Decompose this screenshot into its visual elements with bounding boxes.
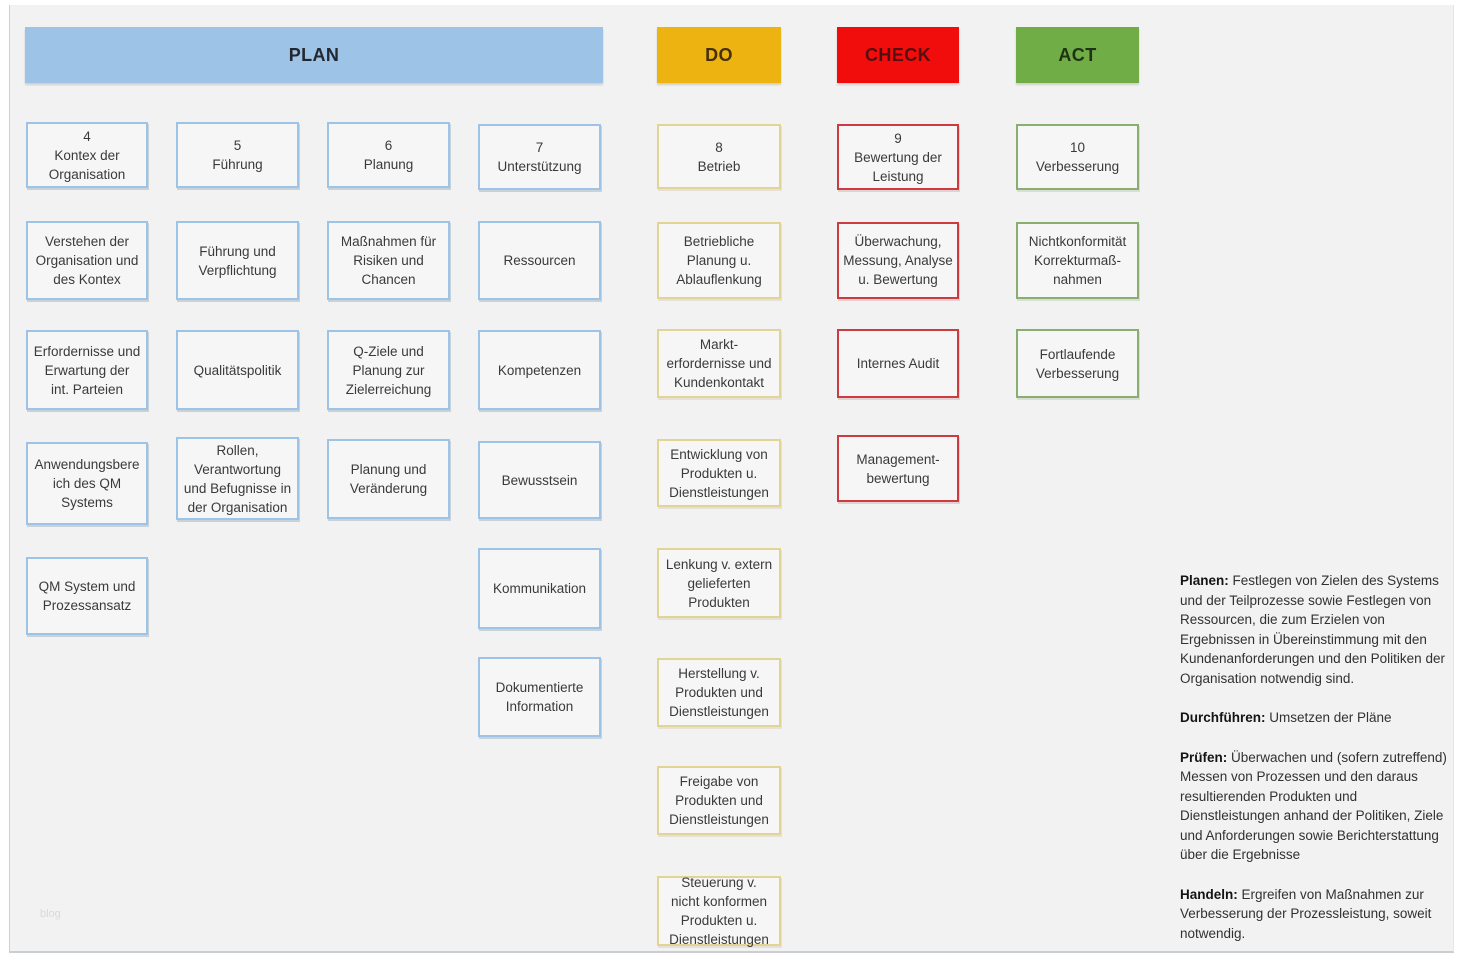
definition-durchfuehren: Durchführen: Umsetzen der Pläne bbox=[1180, 708, 1456, 728]
box-planung: 6 Planung bbox=[327, 122, 450, 188]
definition-handeln: Handeln: Ergreifen von Maßnahmen zur Ver… bbox=[1180, 885, 1456, 944]
definition-pruefen: Prüfen: Überwachen und (sofern zutreffen… bbox=[1180, 748, 1456, 865]
box-title: Markt- erfordernisse und Kundenkontakt bbox=[666, 337, 772, 390]
box-verstehen-der-organisation: Verstehen der Organisation und des Konte… bbox=[26, 221, 148, 300]
box-title: Herstellung v. Produkten und Dienstleist… bbox=[669, 666, 769, 719]
clause-number: 4 bbox=[83, 128, 91, 144]
plan-phase-header: PLAN bbox=[25, 27, 603, 83]
box-verbesserung: 10 Verbesserung bbox=[1016, 124, 1139, 190]
box-steuerung-nicht-konformer-produkte: Steuerung v. nicht konformen Produkten u… bbox=[657, 875, 781, 947]
clause-number: 10 bbox=[1069, 140, 1086, 155]
clause-number: 5 bbox=[233, 138, 242, 153]
box-title: Qualitätspolitik bbox=[193, 362, 282, 378]
box-entwicklung-von-produkten: Entwicklung von Produkten u. Dienstleist… bbox=[657, 439, 781, 507]
box-bewertung-der-leistung: 9 Bewertung der Leistung bbox=[837, 124, 959, 190]
definition-term: Durchführen: bbox=[1180, 710, 1266, 725]
box-unterstuetzung: 7 Unterstützung bbox=[478, 124, 601, 190]
box-title: Q-Ziele und Planung zur Zielerreichung bbox=[345, 343, 432, 397]
blog-watermark: blog bbox=[40, 908, 61, 920]
box-title: Unterstützung bbox=[497, 159, 582, 174]
box-title: Planung und Veränderung bbox=[349, 462, 428, 496]
box-betrieb: 8 Betrieb bbox=[657, 124, 781, 189]
box-title: Nichtkonformität Korrekturmaß- nahmen bbox=[1028, 234, 1127, 287]
box-qualitaetspolitik: Qualitätspolitik bbox=[176, 330, 299, 410]
box-title: QM System und Prozessansatz bbox=[38, 579, 136, 613]
box-bewusstsein: Bewusstsein bbox=[478, 441, 601, 519]
box-betriebliche-planung: Betriebliche Planung u. Ablauflenkung bbox=[657, 222, 781, 299]
clause-number: 7 bbox=[535, 140, 544, 155]
box-title: Verstehen der Organisation und des Konte… bbox=[35, 234, 139, 287]
box-title: Führung bbox=[212, 157, 263, 172]
definition-term: Prüfen: bbox=[1180, 749, 1228, 765]
box-title: Betrieb bbox=[697, 158, 741, 174]
box-kompetenzen: Kompetenzen bbox=[478, 330, 601, 410]
box-kontext-der-organisation: 4 Kontex der Organisation bbox=[26, 122, 148, 188]
box-nichtkonformitaet-korrekturmassnahmen: Nichtkonformität Korrekturmaß- nahmen bbox=[1016, 222, 1139, 299]
box-title: Kontex der Organisation bbox=[48, 147, 126, 182]
box-title: Betriebliche Planung u. Ablauflenkung bbox=[676, 234, 762, 287]
box-title: Kommunikation bbox=[492, 581, 587, 596]
box-title: Erfordernisse und Erwartung der int. Par… bbox=[33, 343, 141, 397]
box-erfordernisse-und-erwartung: Erfordernisse und Erwartung der int. Par… bbox=[26, 330, 148, 410]
definition-term: Handeln: bbox=[1180, 886, 1238, 902]
box-fuehrung-und-verpflichtung: Führung und Verpflichtung bbox=[176, 221, 299, 300]
box-lenkung-extern-gelieferter-produkte: Lenkung v. extern gelieferten Produkten bbox=[657, 548, 781, 618]
box-title: Entwicklung von Produkten u. Dienstleist… bbox=[669, 446, 769, 500]
box-freigabe-von-produkten: Freigabe von Produkten und Dienstleistun… bbox=[657, 766, 781, 835]
box-kommunikation: Kommunikation bbox=[478, 548, 601, 629]
box-managementbewertung: Management- bewertung bbox=[837, 435, 959, 502]
act-phase-header: ACT bbox=[1016, 27, 1139, 83]
box-internes-audit: Internes Audit bbox=[837, 329, 959, 398]
definition-body: Umsetzen der Pläne bbox=[1265, 710, 1392, 725]
box-title: Fortlaufende Verbesserung bbox=[1035, 346, 1120, 381]
box-rollen-verantwortung-befugnisse: Rollen, Verantwortung und Befugnisse in … bbox=[176, 437, 299, 520]
box-title: Dokumentierte Information bbox=[495, 680, 584, 714]
box-title: Lenkung v. extern gelieferten Produkten bbox=[665, 556, 773, 610]
definition-body: Ergreifen von Maßnahmen zur Verbesserung… bbox=[1180, 886, 1432, 941]
box-planung-und-veraenderung: Planung und Veränderung bbox=[327, 439, 450, 519]
box-massnahmen-risiken-chancen: Maßnahmen für Risiken und Chancen bbox=[327, 221, 450, 300]
box-title: Anwendungsbere ich des QM Systems bbox=[34, 457, 140, 510]
box-title: Internes Audit bbox=[856, 356, 940, 371]
box-fortlaufende-verbesserung: Fortlaufende Verbesserung bbox=[1016, 329, 1139, 398]
box-title: Kompetenzen bbox=[497, 362, 582, 378]
box-title: Maßnahmen für Risiken und Chancen bbox=[340, 234, 437, 287]
clause-number: 6 bbox=[384, 138, 393, 153]
box-title: Planung bbox=[363, 157, 414, 172]
definition-body: Überwachen und (sofern zutreffend) Messe… bbox=[1180, 749, 1447, 863]
box-herstellung-von-produkten: Herstellung v. Produkten und Dienstleist… bbox=[657, 658, 781, 727]
definition-body: Festlegen von Zielen des Systems und der… bbox=[1180, 573, 1445, 686]
clause-number: 8 bbox=[715, 139, 723, 155]
box-title: Führung und Verpflichtung bbox=[198, 243, 277, 278]
box-ressourcen: Ressourcen bbox=[478, 221, 601, 300]
box-dokumentierte-information: Dokumentierte Information bbox=[478, 657, 601, 737]
box-qm-system-und-prozessansatz: QM System und Prozessansatz bbox=[26, 557, 148, 635]
box-title: Steuerung v. nicht konformen Produkten u… bbox=[669, 875, 769, 947]
pdca-definitions-text: Planen: Festlegen von Zielen des Systems… bbox=[1180, 571, 1456, 963]
box-title: Freigabe von Produkten und Dienstleistun… bbox=[669, 774, 769, 827]
box-markterfordernisse-kundenkontakt: Markt- erfordernisse und Kundenkontakt bbox=[657, 329, 781, 398]
definition-term: Planen: bbox=[1180, 573, 1229, 588]
box-title: Verbesserung bbox=[1035, 159, 1120, 174]
box-title: Bewusstsein bbox=[501, 472, 578, 488]
do-phase-header: DO bbox=[657, 27, 781, 83]
box-title: Bewertung der Leistung bbox=[854, 149, 942, 184]
check-phase-header: CHECK bbox=[837, 27, 959, 83]
definition-planen: Planen: Festlegen von Zielen des Systems… bbox=[1180, 571, 1456, 688]
box-q-ziele-und-planung: Q-Ziele und Planung zur Zielerreichung bbox=[327, 330, 450, 410]
box-title: Management- bewertung bbox=[856, 451, 940, 486]
box-title: Überwachung, Messung, Analyse u. Bewertu… bbox=[843, 234, 953, 287]
box-title: Rollen, Verantwortung und Befugnisse in … bbox=[183, 442, 292, 515]
clause-number: 9 bbox=[894, 130, 902, 146]
box-anwendungsbereich-qm-systems: Anwendungsbere ich des QM Systems bbox=[26, 442, 148, 525]
box-ueberwachung-messung-analyse: Überwachung, Messung, Analyse u. Bewertu… bbox=[837, 222, 959, 299]
box-title: Ressourcen bbox=[503, 253, 576, 268]
box-fuehrung: 5 Führung bbox=[176, 122, 299, 188]
